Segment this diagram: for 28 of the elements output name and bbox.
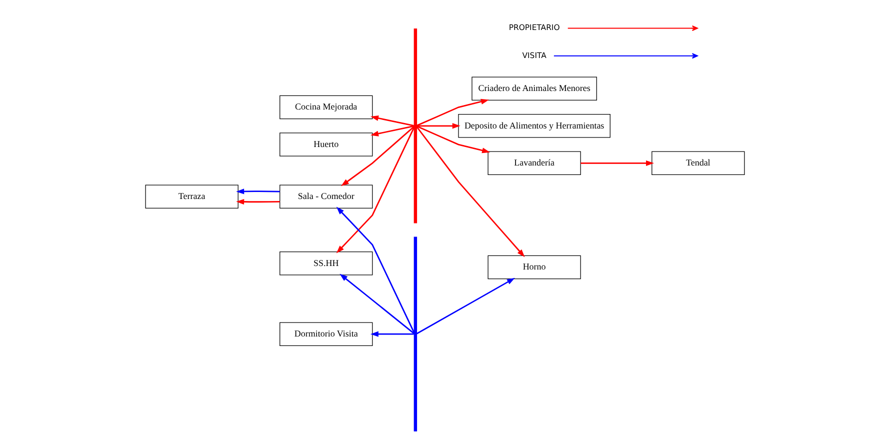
arrow — [416, 98, 488, 126]
arrow — [370, 115, 414, 126]
node-box: Lavandería — [487, 151, 580, 176]
node-bar — [413, 28, 417, 224]
node-box: Sala - Comedor — [279, 184, 372, 208]
arrow — [416, 123, 460, 129]
arrow — [416, 126, 490, 154]
node-box: Deposito de Alimentos y Herramientas — [458, 114, 610, 138]
arrow — [336, 127, 414, 254]
node-bar — [413, 236, 417, 432]
node-box: Horno — [487, 255, 580, 280]
node-box: SS.HH — [279, 252, 372, 276]
node-box: Cocina Mejorada — [279, 95, 372, 120]
node-box: Huerto — [279, 132, 372, 156]
arrow — [236, 198, 280, 205]
arrow — [340, 126, 414, 186]
arrow — [416, 278, 514, 334]
node-box: Terraza — [144, 184, 238, 208]
node-box: Dormitorio Visita — [279, 322, 372, 346]
arrow — [236, 188, 280, 194]
arrow — [580, 160, 654, 166]
node-box: Tendal — [651, 151, 744, 176]
arrow — [370, 125, 414, 136]
arrow — [416, 126, 524, 258]
arrow — [370, 331, 414, 337]
node-box: Criadero de Animales Menores — [471, 76, 596, 101]
arrow — [336, 206, 414, 333]
arrow — [339, 274, 414, 334]
